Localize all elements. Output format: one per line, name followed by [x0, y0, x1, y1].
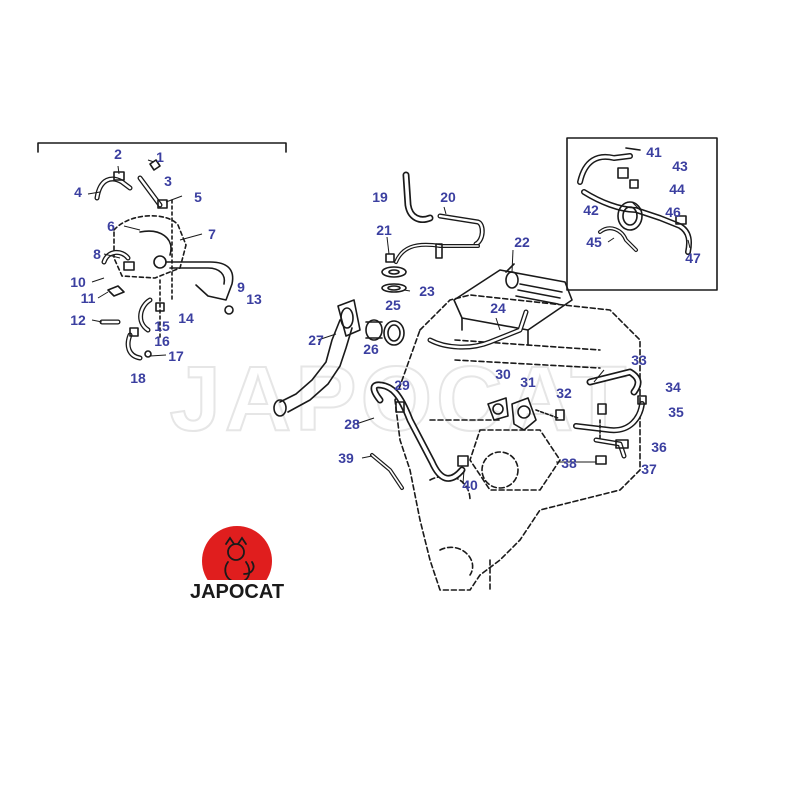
callout-label-17: 17 [168, 348, 184, 364]
callout-label-38: 38 [561, 455, 577, 471]
callout-label-20: 20 [440, 189, 456, 205]
leader-lines [87, 159, 691, 485]
callout-label-26: 26 [363, 341, 379, 357]
callout-label-28: 28 [344, 416, 360, 432]
callout-label-12: 12 [70, 312, 86, 328]
japocat-logo: JAPOCAT [190, 526, 284, 603]
intake-plenum [453, 263, 573, 346]
callout-label-42: 42 [583, 202, 599, 218]
callout-label-47: 47 [685, 250, 701, 266]
callout-label-3: 3 [164, 173, 172, 189]
callout-label-44: 44 [669, 181, 685, 197]
callout-label-43: 43 [672, 158, 688, 174]
thermostat-group [273, 299, 405, 417]
callout-label-18: 18 [130, 370, 146, 386]
callout-label-15: 15 [154, 318, 170, 334]
callout-label-23: 23 [419, 283, 435, 299]
callout-label-22: 22 [514, 234, 530, 250]
right-inset-frame [566, 137, 718, 291]
callout-label-31: 31 [520, 374, 536, 390]
callout-label-5: 5 [194, 189, 202, 205]
callout-label-21: 21 [376, 222, 392, 238]
callout-label-13: 13 [246, 291, 262, 307]
callout-label-2: 2 [114, 146, 122, 162]
callout-label-8: 8 [93, 246, 101, 262]
callout-label-14: 14 [178, 310, 194, 326]
callout-label-19: 19 [372, 189, 388, 205]
callout-label-1: 1 [156, 149, 164, 165]
callout-label-9: 9 [237, 279, 245, 295]
callout-label-40: 40 [462, 477, 478, 493]
callout-label-11: 11 [81, 290, 96, 306]
callout-label-34: 34 [665, 379, 681, 395]
callout-label-33: 33 [631, 352, 647, 368]
callout-label-4: 4 [74, 184, 82, 200]
callout-label-37: 37 [641, 461, 657, 477]
callout-label-46: 46 [665, 204, 681, 220]
callout-label-36: 36 [651, 439, 667, 455]
callout-label-27: 27 [308, 332, 324, 348]
radiator-hose-group [370, 381, 469, 490]
callout-labels: 1 2 3 4 5 6 7 8 9 10 11 12 13 14 15 16 1… [70, 144, 701, 493]
callout-label-7: 7 [208, 226, 216, 242]
callout-label-16: 16 [154, 333, 170, 349]
callout-label-45: 45 [586, 234, 602, 250]
callout-label-29: 29 [394, 377, 410, 393]
callout-label-10: 10 [70, 274, 86, 290]
callout-label-41: 41 [646, 144, 662, 160]
right-hose-group [573, 368, 647, 465]
logo-red-circle [202, 526, 272, 596]
bypass-hose [427, 309, 529, 350]
water-outlet-group [487, 397, 565, 431]
callout-label-35: 35 [668, 404, 684, 420]
callout-label-39: 39 [338, 450, 354, 466]
callout-label-30: 30 [495, 366, 511, 382]
callout-label-32: 32 [556, 385, 572, 401]
callout-label-24: 24 [490, 300, 506, 316]
callout-label-25: 25 [385, 297, 401, 313]
left-inset-bracket [37, 142, 287, 153]
callout-label-6: 6 [107, 218, 115, 234]
logo-text: JAPOCAT [190, 581, 284, 603]
upper-hose-group [381, 171, 485, 293]
